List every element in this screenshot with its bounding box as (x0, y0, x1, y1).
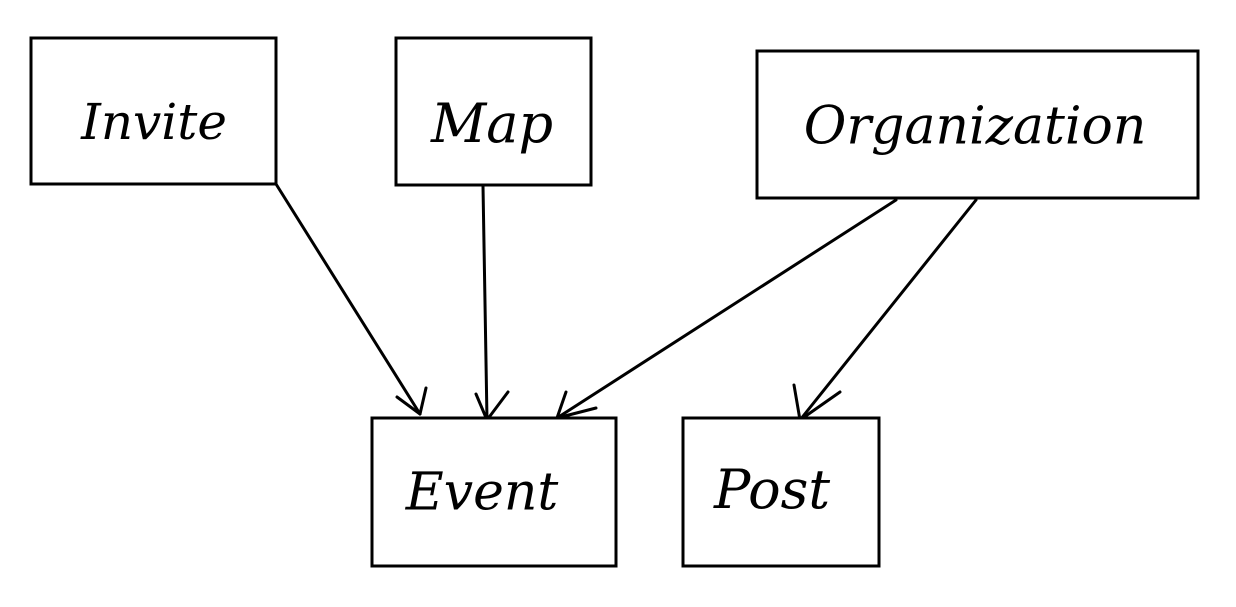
node-event-label: Event (405, 463, 559, 523)
edge-organization-to-post (792, 198, 978, 422)
edge-invite-to-event (274, 182, 428, 416)
node-organization-label: Organization (804, 97, 1147, 157)
node-organization: Organization (755, 49, 1200, 200)
node-post: Post (681, 416, 881, 568)
node-invite: Invite (29, 36, 278, 186)
edge-organization-to-event (555, 198, 898, 420)
node-map: Map (394, 36, 593, 187)
node-invite-label: Invite (80, 93, 227, 151)
node-post-label: Post (713, 458, 830, 521)
node-map-label: Map (430, 92, 553, 155)
edge-map-to-event (474, 184, 510, 422)
node-event: Event (370, 416, 618, 568)
